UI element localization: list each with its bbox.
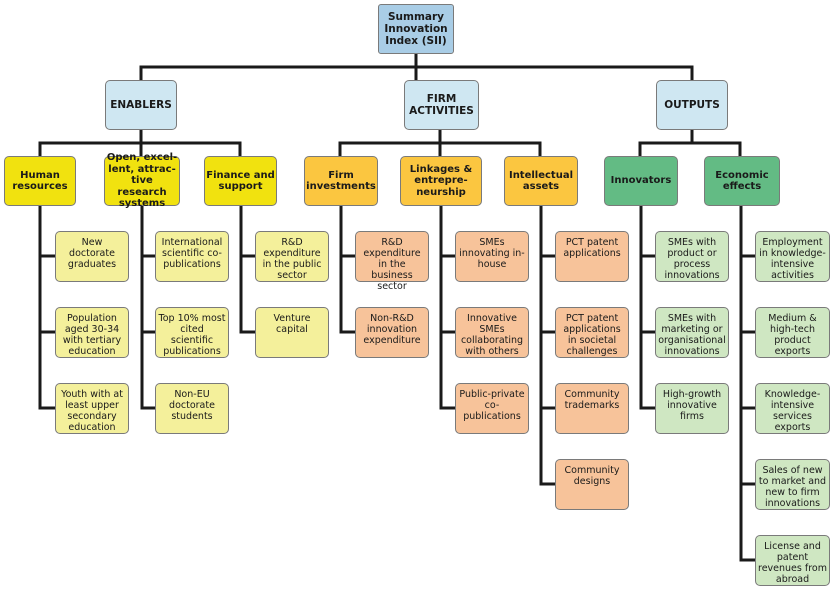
indicator-box: Non-R&D innovation expenditure [355,307,429,358]
indicator-box: New doctorate graduates [55,231,129,282]
root-label: Summary Innovation Index (SII) [384,10,448,48]
indicator-box: License and patent revenues from abroad [755,535,830,586]
group-label: OUTPUTS [664,98,720,111]
group-label: FIRM ACTIVITIES [409,92,474,117]
dimension-intellectual-assets: Intellectual assets [504,156,578,206]
indicator-box: Community designs [555,459,629,510]
indicator-label: R&D expenditure in the business sector [363,237,421,292]
dimension-innovators: Innovators [604,156,678,206]
indicator-label: Medium & high-tech product exports [768,313,817,357]
dimension-research-systems: Open, excel-lent, attrac-tive research s… [104,152,180,209]
indicator-box: SMEs with product or process innovations [655,231,729,282]
root-box: Summary Innovation Index (SII) [378,4,454,54]
dimension-firm-investments: Firm investments [304,156,378,206]
indicator-label: License and patent revenues from abroad [758,541,827,585]
indicator-box: Sales of new to market and new to firm i… [755,459,830,510]
dimension-economic-effects: Economic effects [704,156,780,206]
indicator-label: Top 10% most cited scientific publicatio… [158,313,226,357]
indicator-label: High-growth innovative firms [662,389,722,422]
indicator-box: R&D expenditure in the public sector [255,231,329,282]
dimension-human-resources: Human resources [4,156,76,206]
indicator-box: Top 10% most cited scientific publicatio… [155,307,229,358]
indicator-box: R&D expenditure in the business sector [355,231,429,292]
indicator-box: Knowledge-intensive services exports [755,383,830,434]
indicator-label: Public-private co-publications [459,389,525,422]
indicator-box: PCT patent applications [555,231,629,282]
indicator-label: Knowledge-intensive services exports [764,389,821,433]
indicator-label: Employment in knowledge-intensive activi… [759,237,826,281]
indicator-box: SMEs innovating in-house [455,231,529,282]
indicator-label: Non-EU doctorate students [169,389,215,422]
dimension-label: Human resources [12,169,68,193]
indicator-box: Community trademarks [555,383,629,434]
indicator-label: R&D expenditure in the public sector [262,237,322,281]
indicator-label: Community designs [564,465,620,487]
indicator-label: SMEs with product or process innovations [664,237,720,281]
indicator-label: PCT patent applications [563,237,621,259]
group-firm-activities: FIRM ACTIVITIES [404,80,479,130]
indicator-box: SMEs with marketing or organisational in… [655,307,729,358]
indicator-box: International scientific co-publications [155,231,229,282]
indicator-box: Non-EU doctorate students [155,383,229,434]
dimension-label: Firm investments [306,169,376,193]
group-outputs: OUTPUTS [656,80,728,130]
indicator-box: Employment in knowledge-intensive activi… [755,231,830,282]
indicator-box: Public-private co-publications [455,383,529,434]
dimension-label: Economic effects [715,169,769,193]
indicator-box: Youth with at least upper secondary educ… [55,383,129,434]
dimension-label: Innovators [610,175,672,187]
dimension-finance-support: Finance and support [204,156,277,206]
indicator-label: Innovative SMEs collaborating with other… [460,313,524,357]
indicator-label: Youth with at least upper secondary educ… [61,389,123,433]
indicator-label: Population aged 30-34 with tertiary educ… [62,313,122,357]
indicator-label: Sales of new to market and new to firm i… [758,465,827,509]
dimension-label: Open, excel-lent, attrac-tive research s… [106,152,178,210]
indicator-label: International scientific co-publications [161,237,223,270]
indicator-box: Innovative SMEs collaborating with other… [455,307,529,358]
indicator-label: New doctorate graduates [67,237,117,270]
indicator-box: High-growth innovative firms [655,383,729,434]
indicator-label: Community trademarks [564,389,620,411]
indicator-box: Venture capital [255,307,329,358]
indicator-label: SMEs with marketing or organisational in… [658,313,726,357]
indicator-label: Venture capital [273,313,311,335]
group-label: ENABLERS [110,98,172,111]
dimension-label: Linkages & entrepre-neurship [409,163,473,198]
indicator-label: SMEs innovating in-house [459,237,525,270]
dimension-label: Finance and support [206,169,275,193]
dimension-linkages: Linkages & entrepre-neurship [400,156,482,206]
indicator-label: PCT patent applications in societal chal… [563,313,621,357]
indicator-box: Medium & high-tech product exports [755,307,830,358]
dimension-label: Intellectual assets [508,169,574,193]
indicator-box: PCT patent applications in societal chal… [555,307,629,358]
indicator-label: Non-R&D innovation expenditure [363,313,421,346]
group-enablers: ENABLERS [105,80,177,130]
indicator-box: Population aged 30-34 with tertiary educ… [55,307,129,358]
